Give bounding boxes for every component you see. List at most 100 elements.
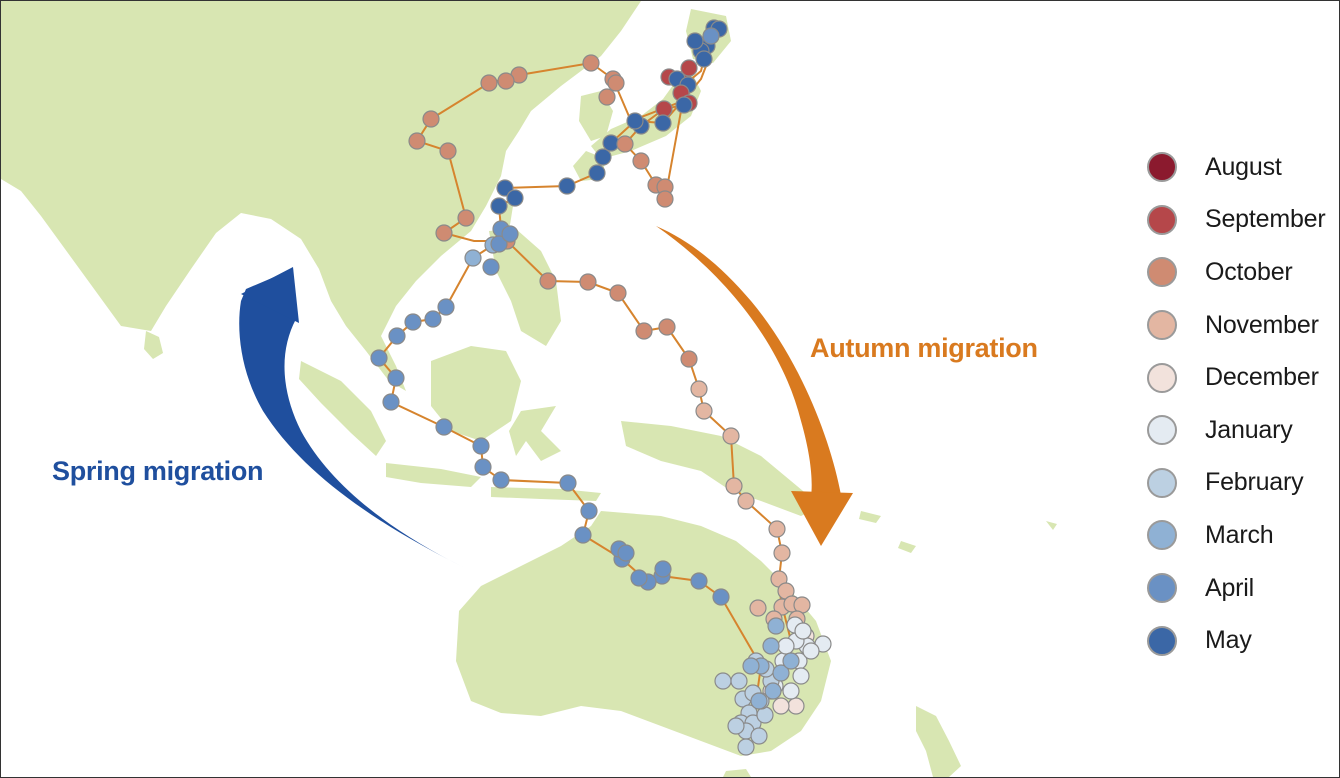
- pacific-islands: [859, 511, 1057, 553]
- autumn-migration-arrow: [656, 226, 841, 497]
- tracking-point-may: [675, 96, 693, 114]
- tracking-point-may: [695, 50, 713, 68]
- tracking-point-may: [626, 112, 644, 130]
- tracking-point-march: [782, 652, 800, 670]
- tracking-point-april: [574, 526, 592, 544]
- tracking-point-march: [764, 682, 782, 700]
- tracking-point-march: [742, 657, 760, 675]
- legend-label: March: [1205, 520, 1274, 549]
- tracking-point-october: [632, 152, 650, 170]
- tracking-point-november: [722, 427, 740, 445]
- legend-item-may: May: [1147, 614, 1337, 667]
- tracking-point-november: [737, 492, 755, 510]
- legend-swatch: [1147, 415, 1177, 446]
- tracking-point-april: [559, 474, 577, 492]
- tracking-point-january: [794, 622, 812, 640]
- tracking-point-april: [712, 588, 730, 606]
- tracking-point-october: [439, 142, 457, 160]
- tracking-point-october: [616, 135, 634, 153]
- legend-item-august: August: [1147, 141, 1337, 194]
- borneo: [431, 346, 521, 441]
- legend-label: November: [1205, 310, 1319, 339]
- tracking-point-january: [782, 682, 800, 700]
- tracking-point-october: [656, 190, 674, 208]
- tracking-point-november: [695, 402, 713, 420]
- legend-label: January: [1205, 415, 1293, 444]
- tracking-point-november: [690, 380, 708, 398]
- legend-swatch: [1147, 362, 1177, 393]
- legend-label: February: [1205, 468, 1304, 497]
- tracking-point-april: [382, 393, 400, 411]
- tracking-point-october: [635, 322, 653, 340]
- tracking-point-january: [802, 642, 820, 660]
- tracking-point-october: [609, 284, 627, 302]
- new-guinea: [621, 421, 821, 516]
- legend-item-september: September: [1147, 194, 1337, 247]
- tracking-point-january: [777, 637, 795, 655]
- tracking-point-april: [472, 437, 490, 455]
- sri-lanka: [144, 331, 163, 359]
- tracking-point-october: [607, 74, 625, 92]
- tracking-point-february: [730, 672, 748, 690]
- tracking-point-april: [424, 310, 442, 328]
- tracking-point-january: [792, 667, 810, 685]
- legend-item-december: December: [1147, 351, 1337, 404]
- tracking-point-april: [474, 458, 492, 476]
- tracking-point-april: [482, 258, 500, 276]
- legend-item-october: October: [1147, 246, 1337, 299]
- tracking-point-september: [680, 59, 698, 77]
- java: [386, 463, 481, 487]
- legend-label: October: [1205, 257, 1293, 286]
- tracking-point-february: [750, 727, 768, 745]
- tracking-point-march: [464, 249, 482, 267]
- tracking-point-may: [686, 32, 704, 50]
- tracking-point-october: [408, 132, 426, 150]
- tracking-point-april: [630, 569, 648, 587]
- tracking-point-february: [737, 738, 755, 756]
- tracking-point-april: [702, 27, 720, 45]
- tracking-point-november: [749, 599, 767, 617]
- tracking-point-december: [787, 697, 805, 715]
- tracking-point-october: [582, 54, 600, 72]
- legend-item-november: November: [1147, 299, 1337, 352]
- tracking-point-december: [772, 697, 790, 715]
- tracking-point-april: [404, 313, 422, 331]
- tracking-point-march: [750, 692, 768, 710]
- legend-item-february: February: [1147, 457, 1337, 510]
- tracking-point-may: [654, 114, 672, 132]
- legend-label: April: [1205, 573, 1255, 602]
- tracking-point-april: [492, 471, 510, 489]
- tracking-point-april: [490, 235, 508, 253]
- philippines: [489, 229, 561, 346]
- legend-swatch: [1147, 257, 1177, 288]
- new-zealand: [916, 706, 961, 777]
- tracking-point-november: [773, 544, 791, 562]
- sumatra: [299, 361, 386, 456]
- tracking-point-october: [497, 72, 515, 90]
- tracking-point-october: [457, 209, 475, 227]
- autumn-migration-label: Autumn migration: [810, 333, 1038, 363]
- tracking-point-april: [437, 298, 455, 316]
- tracking-points: [370, 19, 832, 756]
- tracking-point-april: [690, 572, 708, 590]
- tracking-point-march: [762, 637, 780, 655]
- tracking-point-april: [617, 544, 635, 562]
- legend-swatch: [1147, 625, 1177, 656]
- tracking-point-may: [490, 197, 508, 215]
- tracking-point-march: [767, 617, 785, 635]
- legend-swatch: [1147, 520, 1177, 551]
- legend-label: September: [1205, 205, 1326, 234]
- spring-migration-label: Spring migration: [52, 456, 264, 486]
- legend-item-march: March: [1147, 509, 1337, 562]
- tracking-point-october: [480, 74, 498, 92]
- tracking-point-february: [714, 672, 732, 690]
- tracking-point-april: [370, 349, 388, 367]
- tracking-point-february: [727, 717, 745, 735]
- tracking-point-april: [580, 502, 598, 520]
- tracking-point-may: [506, 189, 524, 207]
- tracking-point-november: [768, 520, 786, 538]
- landmasses: [1, 1, 1057, 777]
- tracking-point-october: [598, 88, 616, 106]
